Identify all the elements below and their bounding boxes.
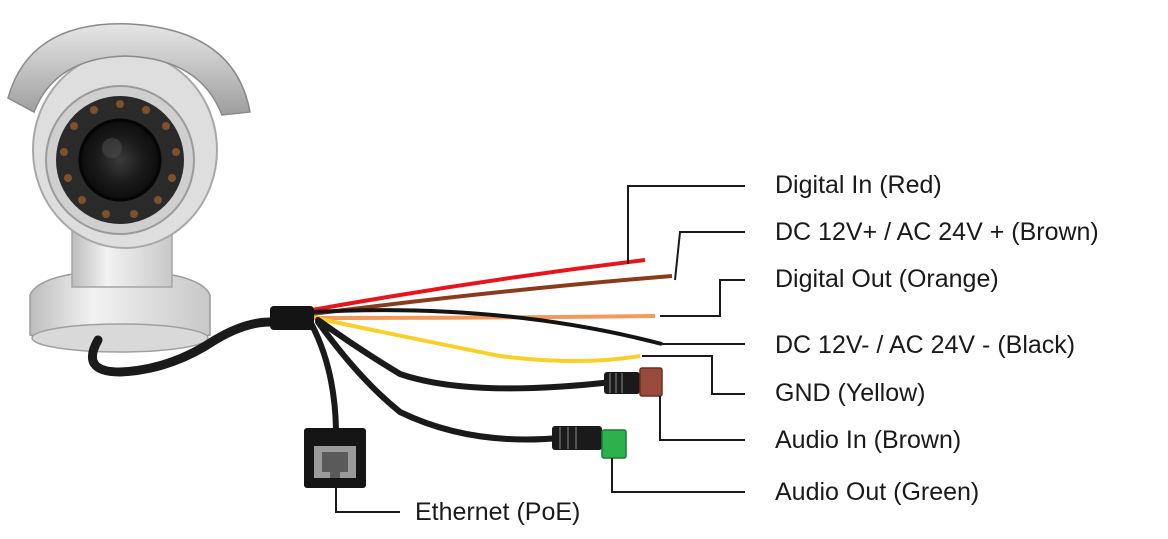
label-dc-minus: DC 12V- / AC 24V - (Black) xyxy=(775,331,1076,359)
label-audio-in: Audio In (Brown) xyxy=(775,426,962,454)
wire-dc-plus xyxy=(311,274,673,316)
audio-in-connector xyxy=(604,367,663,397)
wire-audio-in xyxy=(315,317,615,392)
wire-dc-minus xyxy=(311,308,663,346)
wire-digital-in xyxy=(311,258,646,312)
leader-lines xyxy=(335,185,745,513)
audio-out-connector xyxy=(552,426,627,459)
wire-audio-out xyxy=(315,319,563,443)
label-dc-plus: DC 12V+ / AC 24V + (Brown) xyxy=(775,218,1099,246)
label-audio-out: Audio Out (Green) xyxy=(775,478,980,506)
wire-ethernet xyxy=(309,322,339,433)
label-gnd: GND (Yellow) xyxy=(775,379,926,407)
label-ethernet: Ethernet (PoE) xyxy=(415,498,581,526)
wire-gnd xyxy=(314,316,641,363)
cable-boot xyxy=(270,306,314,330)
camera-icon xyxy=(7,23,275,377)
wire-digital-out xyxy=(311,314,656,320)
label-digital-out: Digital Out (Orange) xyxy=(775,265,999,293)
ethernet-jack-icon xyxy=(304,428,366,488)
label-digital-in: Digital In (Red) xyxy=(775,171,942,199)
